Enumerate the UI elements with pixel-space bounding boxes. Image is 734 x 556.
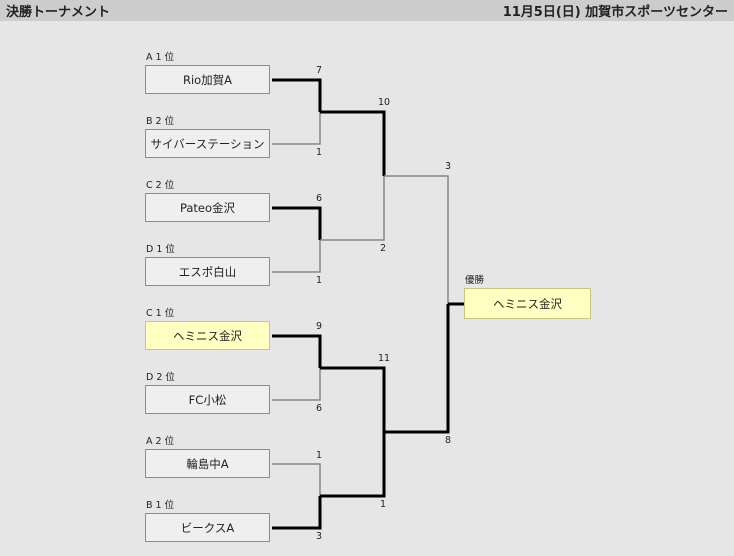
team-box: エスポ白山 xyxy=(145,257,270,286)
team-box: 輪島中A xyxy=(145,449,270,478)
champion-box: ヘミニス金沢 xyxy=(464,288,591,319)
line-r1-m1-bottom xyxy=(272,112,321,145)
line-semi-top xyxy=(384,175,449,304)
line-r2-m1-bottom xyxy=(320,176,385,241)
seed-label: B 1 位 xyxy=(146,500,175,511)
score-label: 10 xyxy=(378,97,391,108)
seed-label: D 2 位 xyxy=(146,372,175,383)
team-box: FC小松 xyxy=(145,385,270,414)
score-label: 3 xyxy=(445,161,452,172)
team-box: Rio加賀A xyxy=(145,65,270,94)
score-label: 1 xyxy=(316,275,323,286)
seed-label: B 2 位 xyxy=(146,116,175,127)
team-box: ビークスA xyxy=(145,513,270,542)
page-title: 決勝トーナメント xyxy=(6,5,111,20)
seed-label: D 1 位 xyxy=(146,244,175,255)
score-label: 3 xyxy=(316,531,323,542)
score-label: 7 xyxy=(316,65,323,76)
score-label: 9 xyxy=(316,321,323,332)
line-r1-m3-top xyxy=(272,334,322,368)
event-date-venue: 11月5日(日) 加賀市スポーツセンター xyxy=(502,5,728,20)
team-box: サイバーステーション xyxy=(145,129,270,158)
score-label: 8 xyxy=(445,435,452,446)
team-box: Pateo金沢 xyxy=(145,193,270,222)
line-r1-m2-bottom xyxy=(272,240,321,273)
header-bar: 決勝トーナメント 11月5日(日) 加賀市スポーツセンター xyxy=(0,0,734,21)
line-r2-m1-top xyxy=(320,110,386,176)
seed-label: C 2 位 xyxy=(146,180,175,191)
line-semi-bottom xyxy=(384,304,450,434)
line-r1-m2-top xyxy=(272,206,322,240)
line-r2-m2-bottom xyxy=(320,432,386,498)
score-label: 1 xyxy=(316,147,323,158)
score-label: 1 xyxy=(316,450,323,461)
team-box-winner: ヘミニス金沢 xyxy=(145,321,270,350)
score-label: 11 xyxy=(378,353,391,364)
score-label: 6 xyxy=(316,193,323,204)
seed-label: A 1 位 xyxy=(146,52,175,63)
line-r2-m2-top xyxy=(320,366,386,432)
seed-label: C 1 位 xyxy=(146,308,175,319)
line-r1-m3-bottom xyxy=(272,368,321,401)
line-r1-m4-top xyxy=(272,463,321,496)
score-label: 1 xyxy=(380,499,387,510)
line-r1-m1-top xyxy=(272,78,322,112)
seed-label: A 2 位 xyxy=(146,436,175,447)
champion-label: 優勝 xyxy=(465,275,485,286)
line-r1-m4-bottom xyxy=(272,496,322,530)
score-label: 2 xyxy=(380,243,387,254)
score-label: 6 xyxy=(316,403,323,414)
